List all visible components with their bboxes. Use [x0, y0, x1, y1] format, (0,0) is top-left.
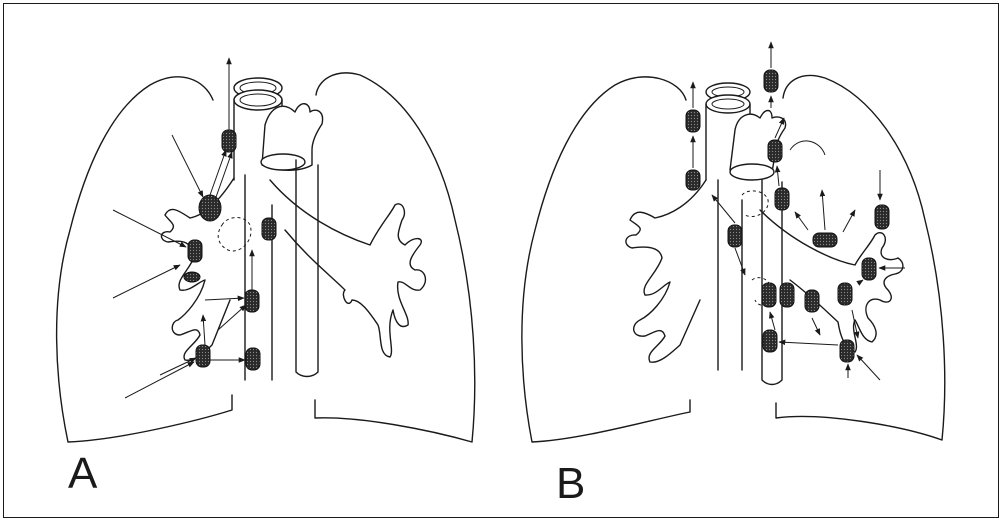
lymph-node: [686, 170, 700, 190]
lymph-node: [768, 140, 782, 162]
panel-b: [522, 42, 945, 442]
lymph-node: [262, 218, 276, 240]
lymph-node: [199, 195, 221, 221]
descending-aorta: [296, 160, 318, 377]
right-bronchus: [626, 180, 706, 362]
left-lung-outline: [776, 75, 945, 440]
right-lung-outline: [522, 77, 690, 442]
left-bronchus: [270, 180, 425, 357]
vena-cava: [718, 180, 742, 370]
lymph-node: [775, 188, 789, 210]
lymph-node: [838, 283, 852, 305]
lymph-node: [862, 258, 876, 280]
lymph-node: [875, 205, 889, 229]
drainage-arrows-a: [113, 58, 252, 398]
lymph-node: [184, 272, 200, 282]
panel-b-label: B: [556, 462, 585, 506]
lymph-node: [805, 290, 819, 312]
lymph-nodes-a: [184, 130, 276, 370]
lymph-node: [246, 348, 260, 370]
carina-dashed: [742, 191, 768, 217]
lymph-node: [686, 110, 700, 132]
right-lung-outline: [57, 77, 232, 442]
lymph-node: [840, 340, 854, 362]
carina-dashed: [218, 218, 251, 251]
lymph-node: [196, 345, 210, 367]
panel-a: [57, 58, 475, 442]
lymph-nodes-b: [686, 70, 889, 362]
panel-a-label: A: [68, 452, 97, 496]
lymph-node: [245, 290, 259, 312]
left-lung-outline: [315, 73, 475, 442]
lymph-node: [762, 283, 776, 307]
lymph-node: [764, 70, 778, 92]
lymph-node: [763, 330, 777, 352]
lymph-node: [188, 240, 202, 262]
lymph-node: [813, 233, 837, 247]
lymph-node: [780, 283, 794, 307]
aortic-arch: [261, 104, 323, 171]
lymph-node: [222, 130, 236, 152]
lymph-node: [728, 225, 742, 247]
